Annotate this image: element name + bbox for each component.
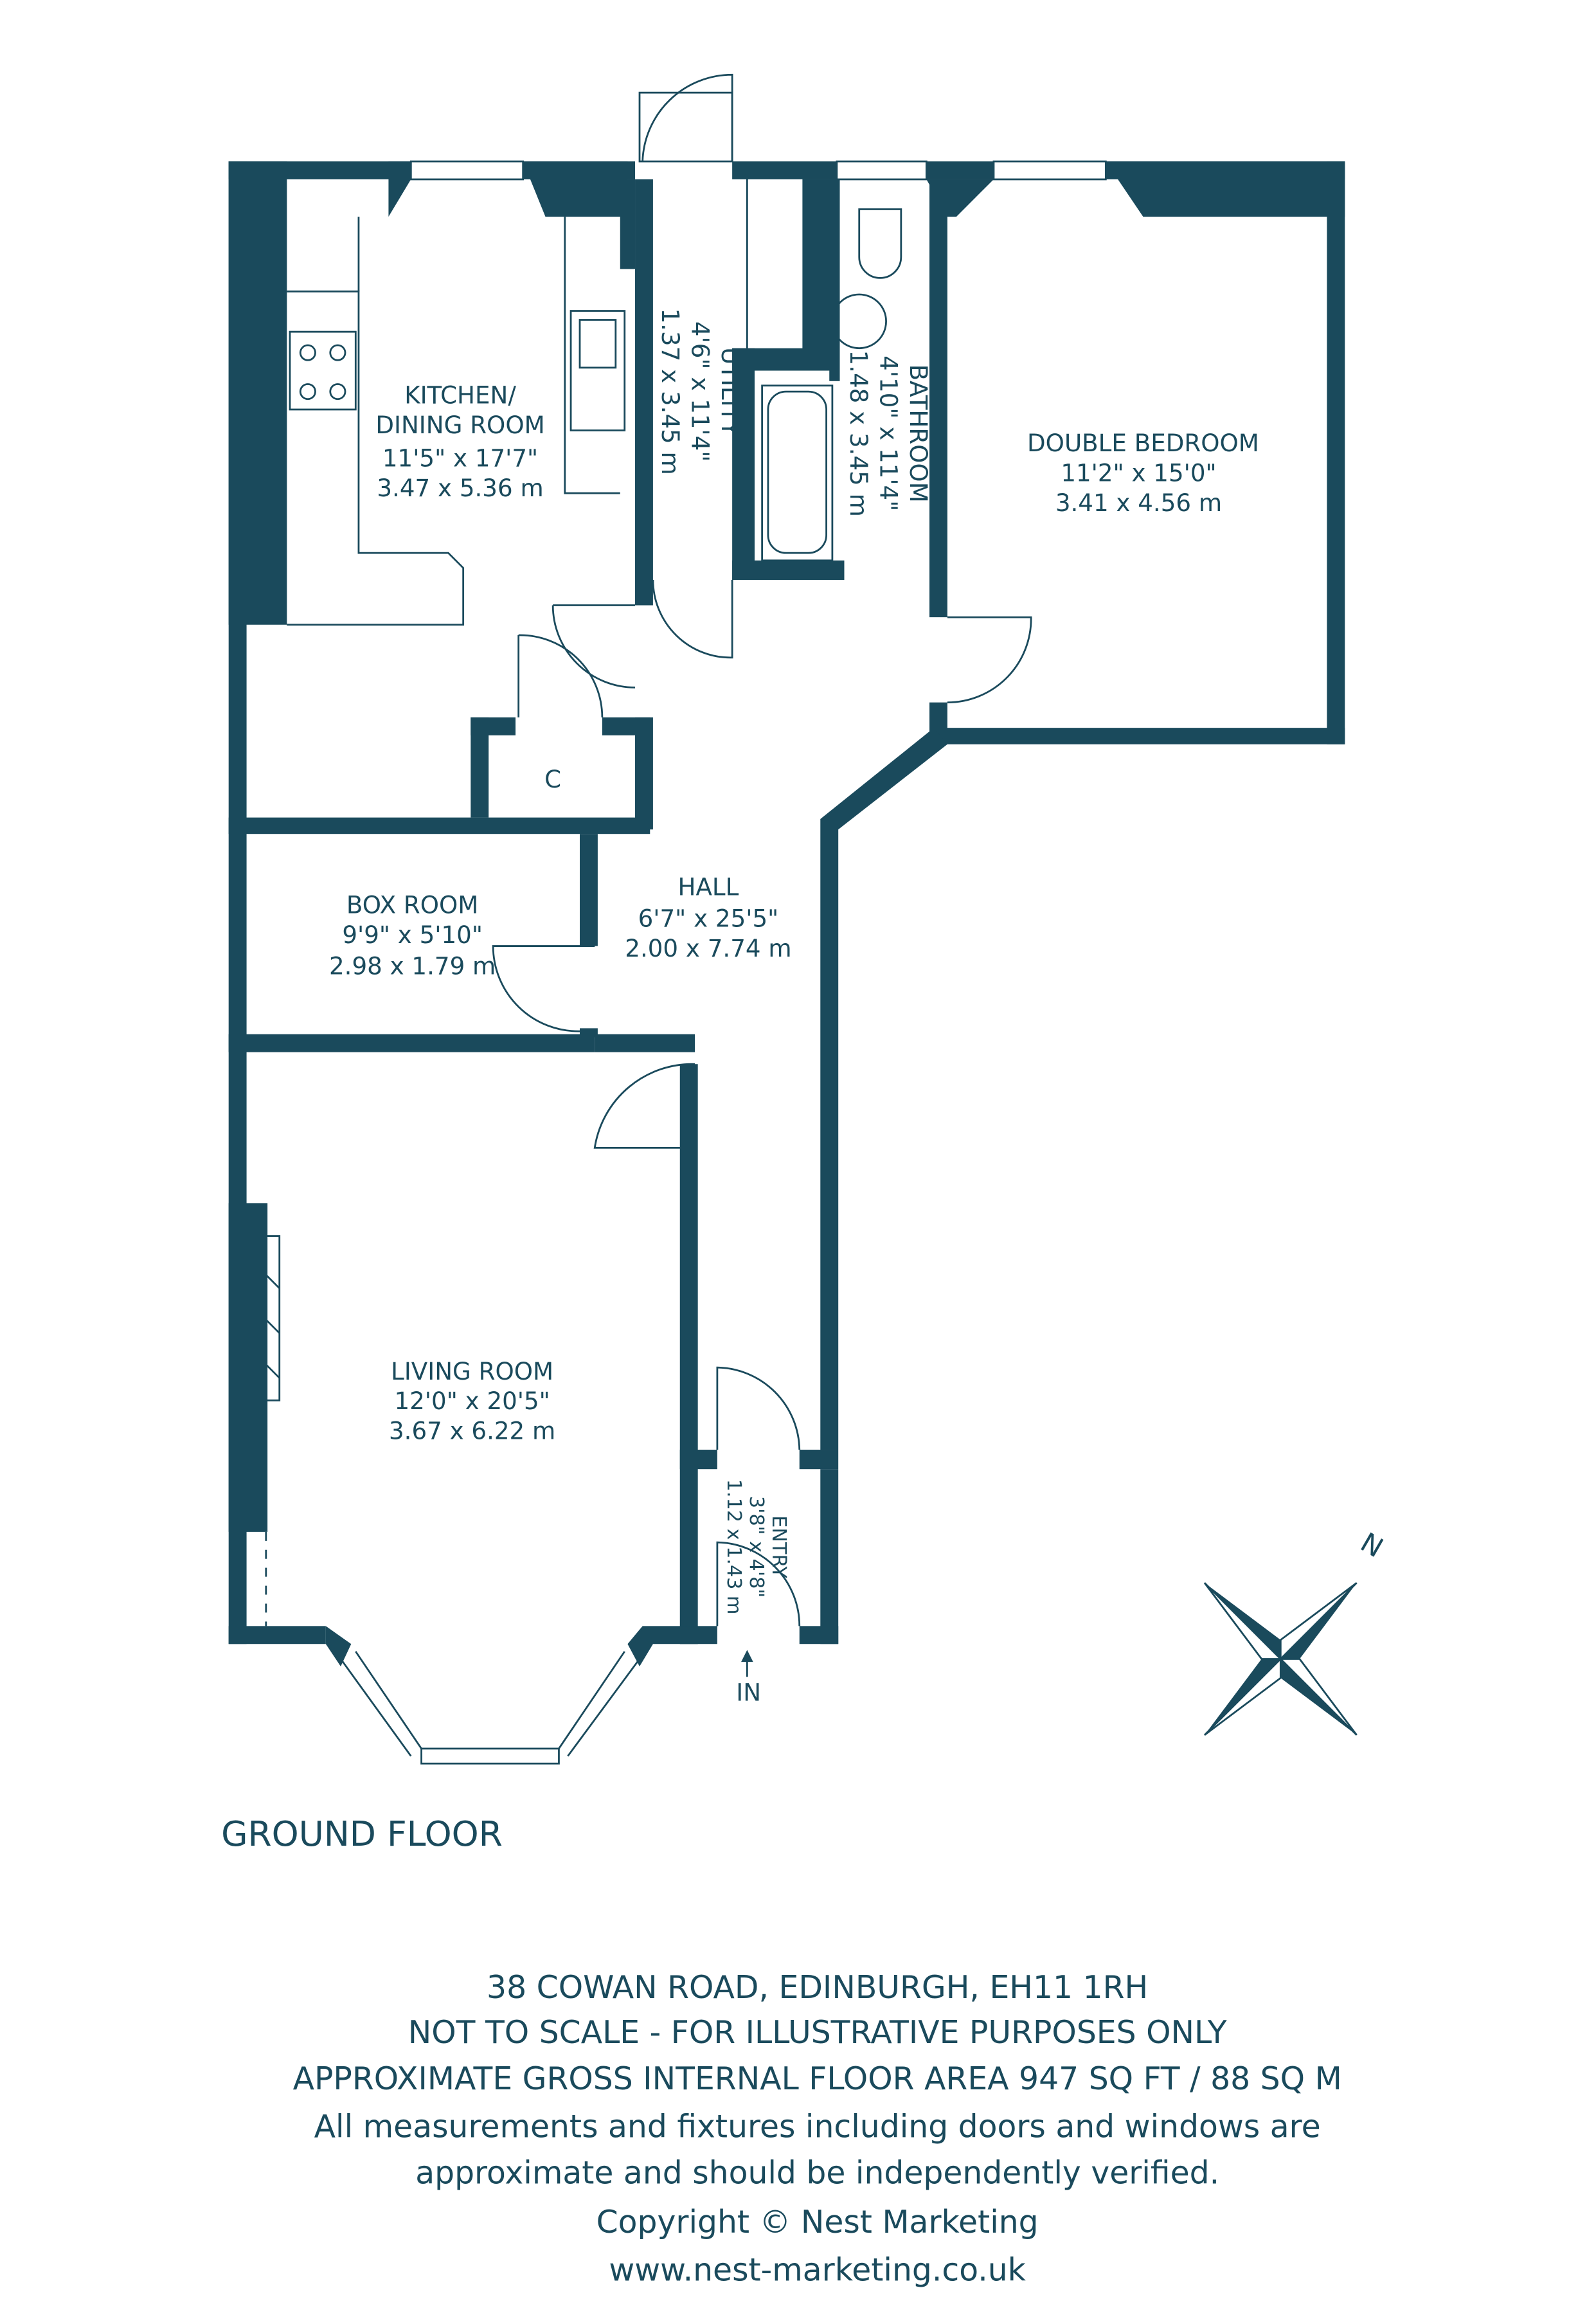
floor-label: GROUND FLOOR bbox=[221, 1814, 503, 1854]
address: 38 COWAN ROAD, EDINBURGH, EH11 1RH bbox=[487, 1969, 1148, 2006]
kitchen-imperial: 11'5" x 17'7" bbox=[382, 444, 538, 472]
walls bbox=[228, 161, 1345, 1667]
bathroom-name: BATHROOM bbox=[904, 365, 933, 503]
bedroom-metric: 3.41 x 4.56 m bbox=[1055, 489, 1222, 517]
living-imperial: 12'0" x 20'5" bbox=[394, 1387, 550, 1415]
living-name: LIVING ROOM bbox=[391, 1357, 553, 1385]
disclaimer-line-1: All measurements and fixtures including … bbox=[314, 2108, 1321, 2145]
utility-name: UTILITY bbox=[716, 347, 744, 436]
bedroom-name: DOUBLE BEDROOM bbox=[1027, 429, 1259, 457]
scale-note: NOT TO SCALE - FOR ILLUSTRATIVE PURPOSES… bbox=[408, 2014, 1227, 2051]
windows-doors-fixtures bbox=[246, 73, 1107, 1765]
kitchen-name: KITCHEN/ bbox=[404, 381, 516, 410]
entry-name: ENTRY bbox=[767, 1515, 790, 1578]
boxroom-name: BOX ROOM bbox=[346, 890, 479, 919]
boxroom-imperial: 9'9" x 5'10" bbox=[342, 921, 483, 949]
hall-imperial: 6'7" x 25'5" bbox=[638, 904, 779, 932]
website[interactable]: www.nest-marketing.co.uk bbox=[609, 2252, 1026, 2289]
boxroom-metric: 2.98 x 1.79 m bbox=[329, 952, 496, 980]
hall-name: HALL bbox=[678, 873, 739, 901]
copyright: Copyright © Nest Marketing bbox=[596, 2204, 1039, 2240]
bathroom-imperial: 4'10" x 11'4" bbox=[874, 356, 902, 511]
kitchen-metric: 3.47 x 5.36 m bbox=[377, 474, 543, 502]
utility-imperial: 4'6" x 11'4" bbox=[686, 321, 714, 462]
entry-metric: 1.12 x 1.43 m bbox=[722, 1479, 745, 1615]
compass-north-label: N bbox=[1356, 1526, 1389, 1563]
room-labels: KITCHEN/ DINING ROOM 11'5" x 17'7" 3.47 … bbox=[329, 308, 1259, 1706]
kitchen-name: DINING ROOM bbox=[375, 411, 544, 439]
hall-metric: 2.00 x 7.74 m bbox=[625, 934, 791, 962]
utility-metric: 1.37 x 3.45 m bbox=[656, 308, 685, 474]
entry-imperial: 3'8" x 4'8" bbox=[745, 1496, 767, 1598]
disclaimer-line-2: approximate and should be independently … bbox=[415, 2154, 1219, 2191]
compass-icon bbox=[1203, 1582, 1358, 1736]
floor-area: APPROXIMATE GROSS INTERNAL FLOOR AREA 94… bbox=[293, 2060, 1342, 2097]
bathroom-metric: 1.48 x 3.45 m bbox=[845, 350, 873, 517]
cupboard-name: C bbox=[544, 765, 561, 793]
footer-notes: 38 COWAN ROAD, EDINBURGH, EH11 1RH NOT T… bbox=[293, 1969, 1342, 2288]
bedroom-imperial: 11'2" x 15'0" bbox=[1061, 459, 1216, 487]
living-metric: 3.67 x 6.22 m bbox=[389, 1417, 555, 1445]
entrance-label: IN bbox=[736, 1679, 761, 1707]
